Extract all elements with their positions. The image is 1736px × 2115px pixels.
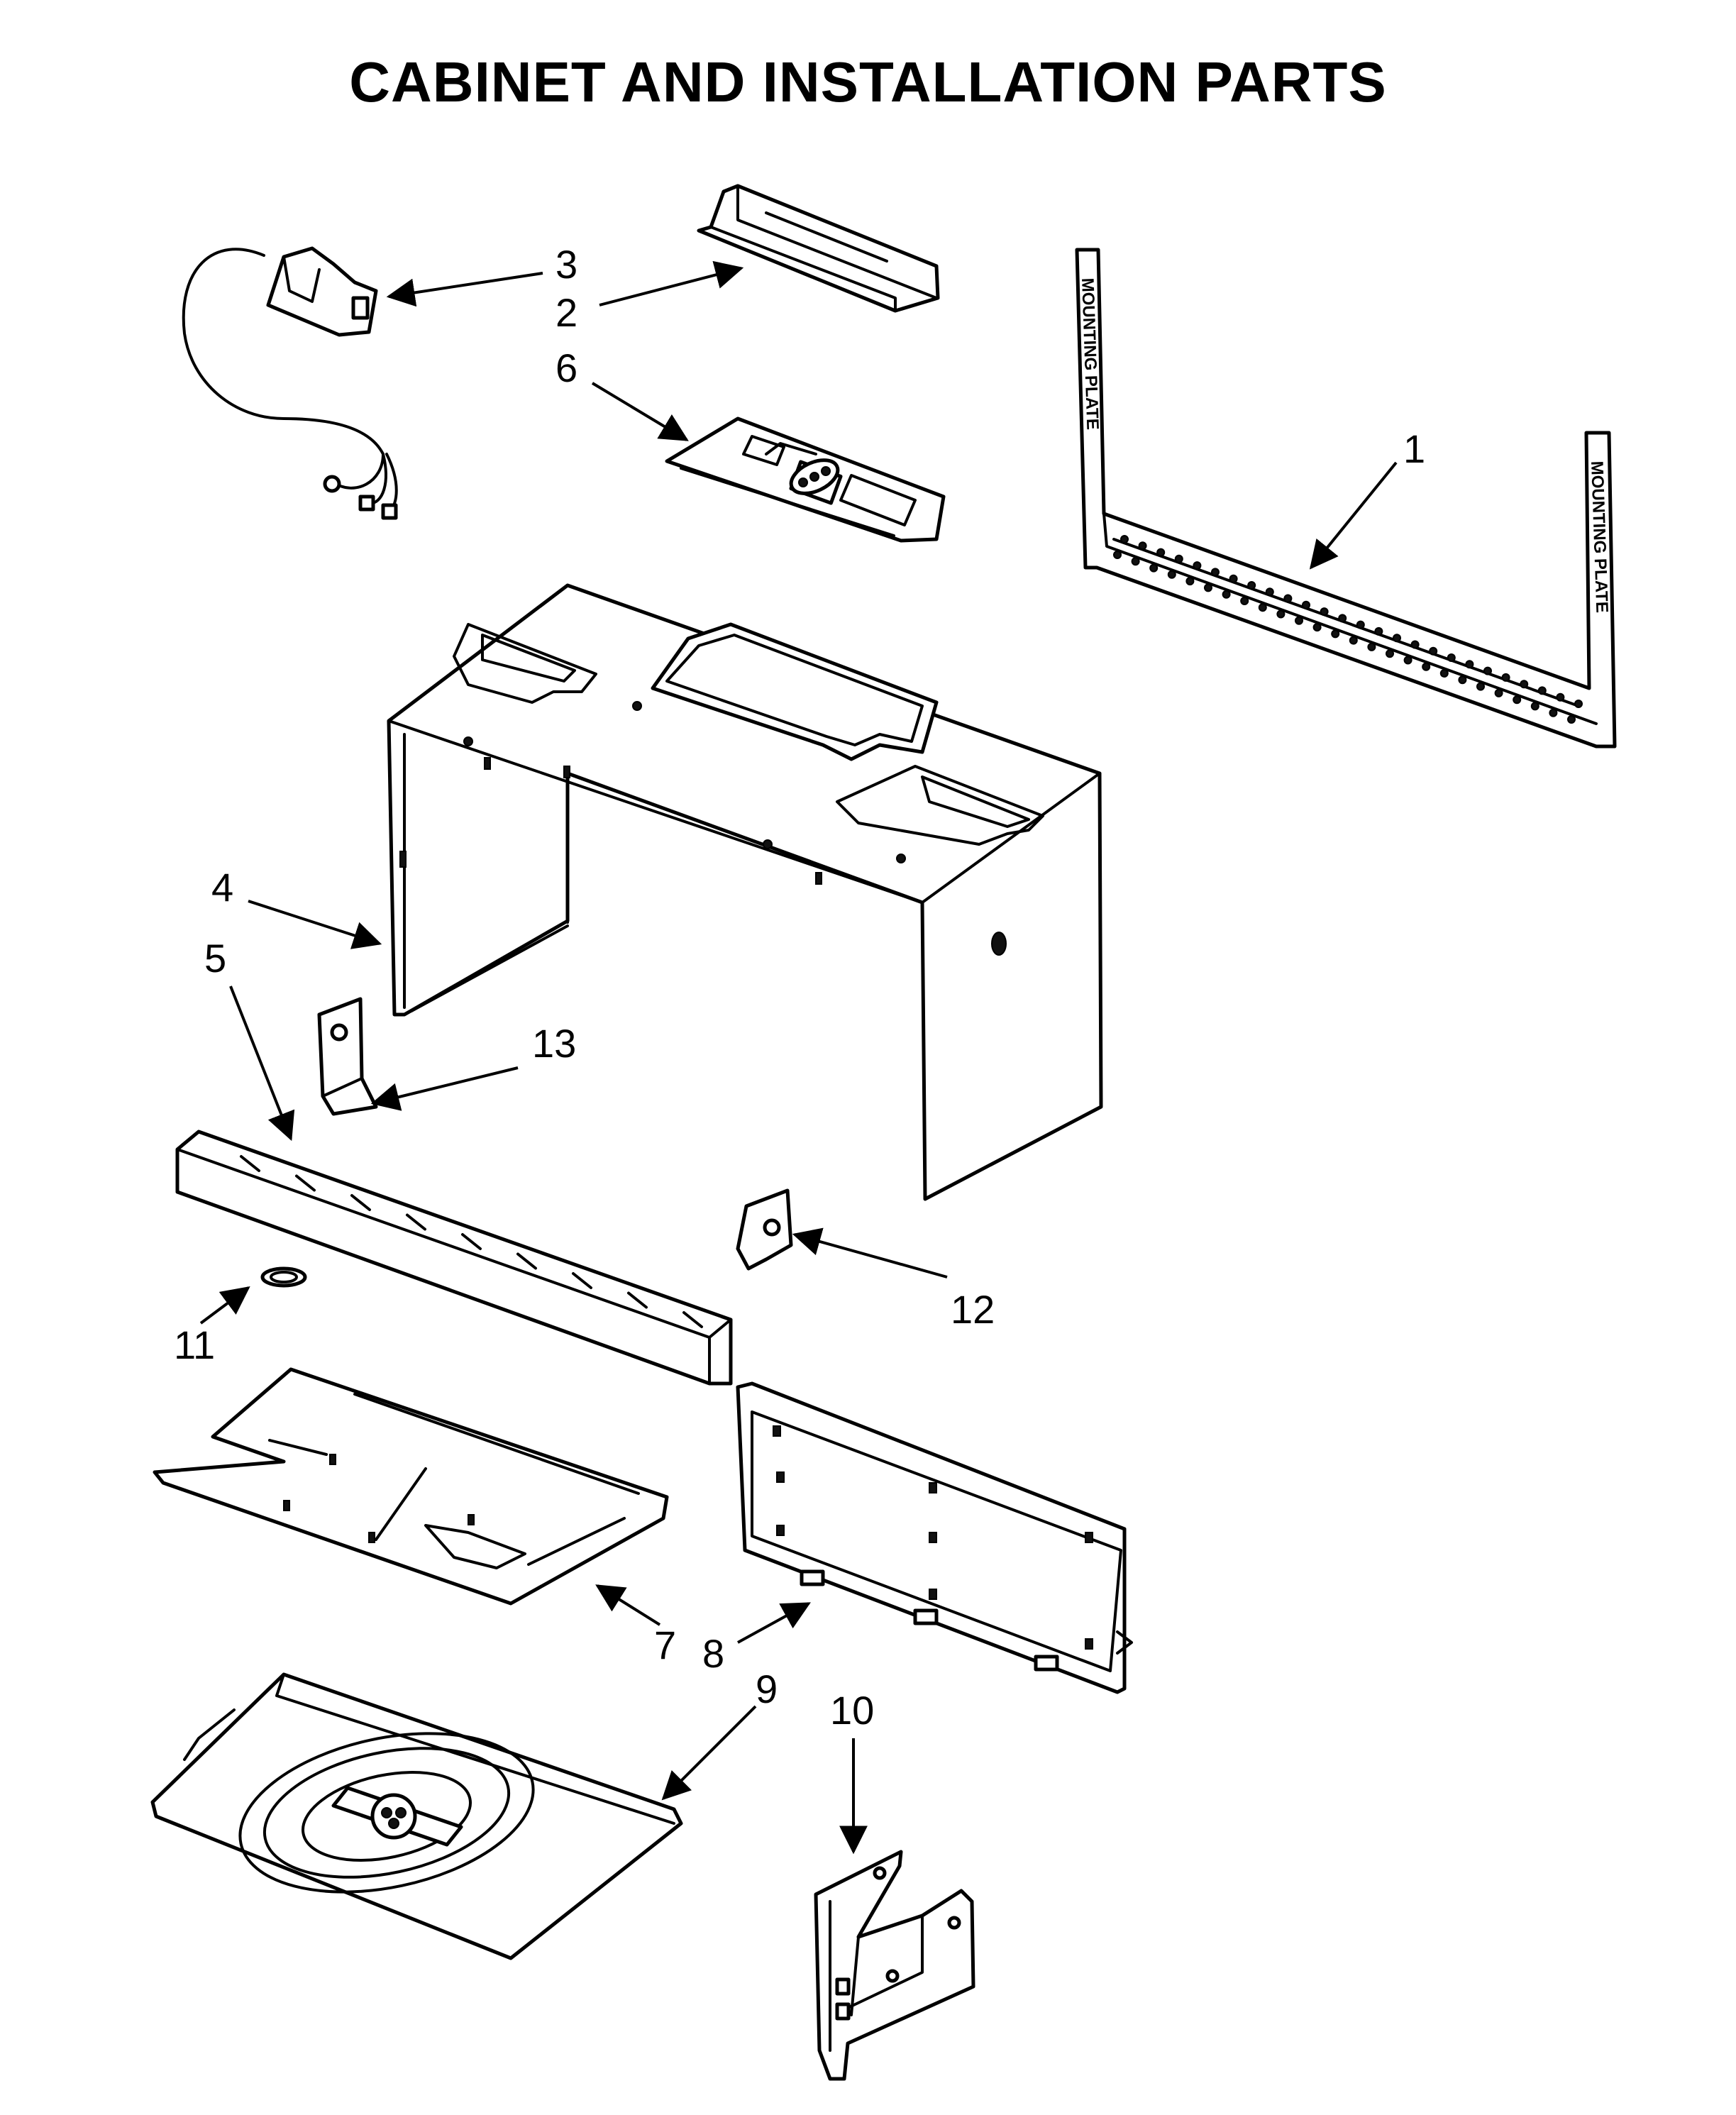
plate-hole bbox=[1222, 590, 1231, 599]
plate-hole bbox=[1410, 640, 1420, 649]
plate-hole bbox=[1120, 535, 1129, 543]
callout-11: 11 bbox=[174, 1322, 215, 1367]
callout-2: 2 bbox=[555, 290, 577, 335]
grille-slat bbox=[627, 1291, 648, 1309]
grille-slat bbox=[406, 1213, 426, 1231]
plate-hole bbox=[1356, 620, 1365, 629]
plate-hole bbox=[1265, 587, 1274, 597]
callout-6: 6 bbox=[555, 346, 577, 390]
plate-hole bbox=[1422, 662, 1431, 671]
grille-slat bbox=[295, 1174, 316, 1192]
plate-hole bbox=[1367, 642, 1376, 651]
plate-hole bbox=[1240, 597, 1249, 605]
part-9-bottom-tray[interactable] bbox=[150, 1672, 683, 1960]
plate-hole bbox=[1320, 607, 1329, 617]
part-7-bottom-plate[interactable] bbox=[153, 1367, 669, 1606]
plate-hole bbox=[1338, 614, 1347, 623]
plate-hole bbox=[1204, 583, 1212, 592]
plate-hole bbox=[1229, 574, 1238, 583]
callout-5: 5 bbox=[204, 936, 226, 981]
plate-hole bbox=[1211, 568, 1220, 577]
part-10-side-bracket[interactable] bbox=[814, 1850, 975, 2081]
plate-hole bbox=[1447, 653, 1456, 662]
plate-hole bbox=[1458, 675, 1467, 685]
grille-slat bbox=[572, 1272, 592, 1289]
plate-hole bbox=[1374, 626, 1383, 636]
plate-hole bbox=[1193, 561, 1202, 570]
plate-hole bbox=[1174, 554, 1183, 563]
callout-4: 4 bbox=[211, 865, 233, 910]
plate-hole bbox=[1283, 594, 1293, 603]
plate-hole bbox=[1113, 551, 1122, 559]
plate-hole bbox=[1131, 557, 1140, 566]
plate-hole bbox=[1429, 646, 1438, 656]
grille-slat bbox=[682, 1311, 703, 1328]
plate-hole bbox=[1349, 636, 1358, 645]
plate-hole bbox=[1156, 548, 1166, 557]
part-8-back-panel[interactable] bbox=[736, 1381, 1133, 1694]
callout-labels: 1 2 3 4 5 6 7 8 9 10 11 12 13 bbox=[174, 242, 1425, 1733]
part-5-vent-grille[interactable] bbox=[175, 1130, 733, 1386]
part-11-light-cover[interactable] bbox=[260, 1266, 307, 1288]
leader-lines bbox=[199, 260, 1398, 1855]
grille-slat bbox=[461, 1233, 482, 1250]
plate-hole bbox=[1302, 600, 1310, 609]
callout-8: 8 bbox=[702, 1631, 724, 1676]
grille-slat bbox=[240, 1155, 260, 1172]
plate-hole bbox=[1549, 708, 1558, 717]
part-13-bracket[interactable] bbox=[317, 997, 378, 1116]
plate-hole bbox=[1556, 692, 1565, 702]
part-3-power-cord[interactable] bbox=[182, 246, 398, 520]
plate-hole bbox=[1247, 581, 1256, 590]
plate-hole bbox=[1530, 702, 1539, 711]
callout-1: 1 bbox=[1403, 426, 1425, 471]
plate-hole bbox=[1537, 686, 1547, 695]
plate-hole bbox=[1258, 603, 1267, 612]
part-1-mounting-plate[interactable]: MOUNTING PLATE MOUNTING PLATE bbox=[1075, 248, 1617, 749]
plate-hole bbox=[1567, 715, 1576, 724]
plate-hole bbox=[1167, 570, 1176, 579]
part-2-top-vent[interactable] bbox=[697, 184, 940, 313]
plate-hole bbox=[1393, 634, 1401, 643]
part-4-cabinet[interactable] bbox=[387, 583, 1103, 1201]
diagram-title: CABINET AND INSTALLATION PARTS bbox=[349, 50, 1387, 114]
callout-3: 3 bbox=[555, 242, 577, 287]
plate-hole bbox=[1138, 541, 1147, 551]
plate-hole bbox=[1494, 688, 1503, 697]
grille-slat bbox=[350, 1194, 371, 1211]
part-12-bracket[interactable] bbox=[736, 1188, 793, 1271]
plate-hole bbox=[1574, 700, 1583, 708]
plate-hole bbox=[1513, 695, 1522, 705]
grille-slat bbox=[516, 1252, 537, 1270]
callout-12: 12 bbox=[951, 1287, 995, 1332]
plate-holes bbox=[1113, 535, 1583, 724]
plate-hole bbox=[1465, 660, 1474, 669]
plate-hole bbox=[1331, 629, 1340, 639]
grille-slats bbox=[240, 1155, 703, 1328]
plate-hole bbox=[1295, 616, 1303, 625]
plate-hole bbox=[1520, 680, 1529, 689]
plate-hole bbox=[1149, 563, 1159, 573]
callout-9: 9 bbox=[756, 1667, 778, 1711]
plate-hole bbox=[1185, 577, 1195, 586]
part-6-control-plate[interactable] bbox=[665, 416, 946, 543]
callout-13: 13 bbox=[532, 1021, 576, 1066]
plate-hole bbox=[1312, 623, 1322, 632]
plate-hole bbox=[1476, 682, 1485, 691]
plate-hole bbox=[1439, 669, 1449, 678]
plate-hole bbox=[1483, 666, 1492, 675]
plate-hole bbox=[1276, 609, 1286, 619]
plate-hole bbox=[1386, 649, 1394, 658]
callout-10: 10 bbox=[830, 1688, 874, 1733]
plate-hole bbox=[1403, 656, 1412, 665]
plate-hole bbox=[1501, 673, 1510, 682]
callout-7: 7 bbox=[654, 1623, 676, 1667]
